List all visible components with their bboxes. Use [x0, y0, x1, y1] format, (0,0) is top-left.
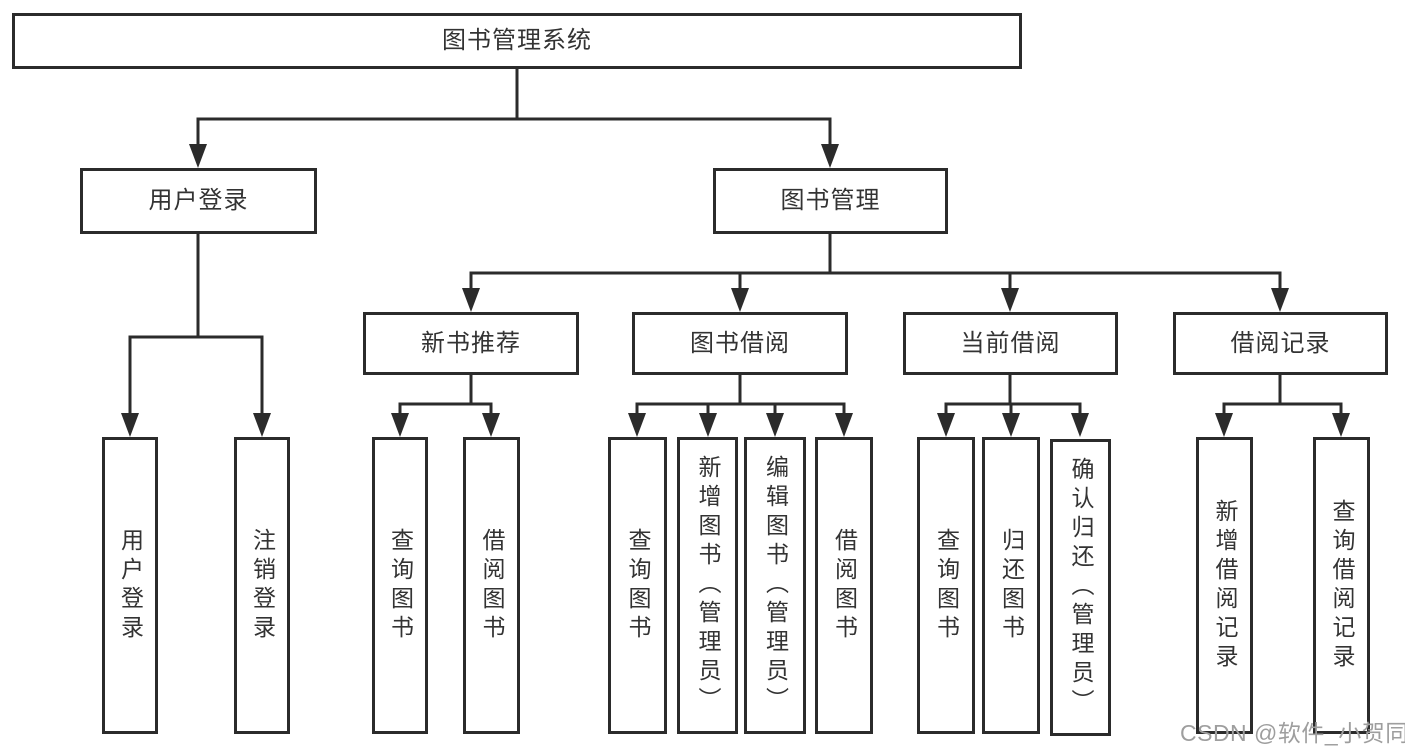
edge-records-to-leaves: [1222, 375, 1343, 415]
node-leaf-recommend-borrow-books: 借阅图书: [463, 437, 520, 734]
edge-recommend-to-leaves: [398, 375, 493, 415]
node-leaf-query-borrow-record: 查询借阅记录: [1313, 437, 1370, 734]
node-leaf-logout: 注销登录: [234, 437, 290, 734]
node-leaf-add-books-admin: 新增图书（管理员）: [677, 437, 738, 734]
edge-bookmgmt-to-level3: [469, 234, 1282, 290]
node-new-book-recommend: 新书推荐: [363, 312, 579, 375]
watermark: CSDN @软件_小贺同学: [1180, 720, 1405, 746]
node-leaf-borrowing-query-books: 查询图书: [608, 437, 667, 734]
node-leaf-edit-books-admin: 编辑图书（管理员）: [744, 437, 806, 734]
node-leaf-confirm-return-admin: 确认归还（管理员）: [1050, 439, 1111, 736]
node-leaf-current-query-books: 查询图书: [917, 437, 975, 734]
arrowheads: [121, 144, 1350, 437]
node-book-borrowing: 图书借阅: [632, 312, 848, 375]
edge-current-to-leaves: [944, 375, 1082, 415]
node-user-login: 用户登录: [80, 168, 317, 234]
node-leaf-user-login: 用户登录: [102, 437, 158, 734]
node-leaf-recommend-query-books: 查询图书: [372, 437, 428, 734]
edge-root-to-level2: [196, 68, 832, 146]
node-leaf-add-borrow-record: 新增借阅记录: [1196, 437, 1253, 734]
edge-userlogin-to-leaves: [128, 234, 264, 415]
node-leaf-return-books: 归还图书: [982, 437, 1040, 734]
node-current-borrowing: 当前借阅: [903, 312, 1118, 375]
node-borrowing-records: 借阅记录: [1173, 312, 1388, 375]
node-leaf-borrowing-borrow-books: 借阅图书: [815, 437, 873, 734]
edge-borrowing-to-leaves: [635, 375, 846, 415]
node-book-management: 图书管理: [713, 168, 948, 234]
node-library-management-system: 图书管理系统: [12, 13, 1022, 69]
